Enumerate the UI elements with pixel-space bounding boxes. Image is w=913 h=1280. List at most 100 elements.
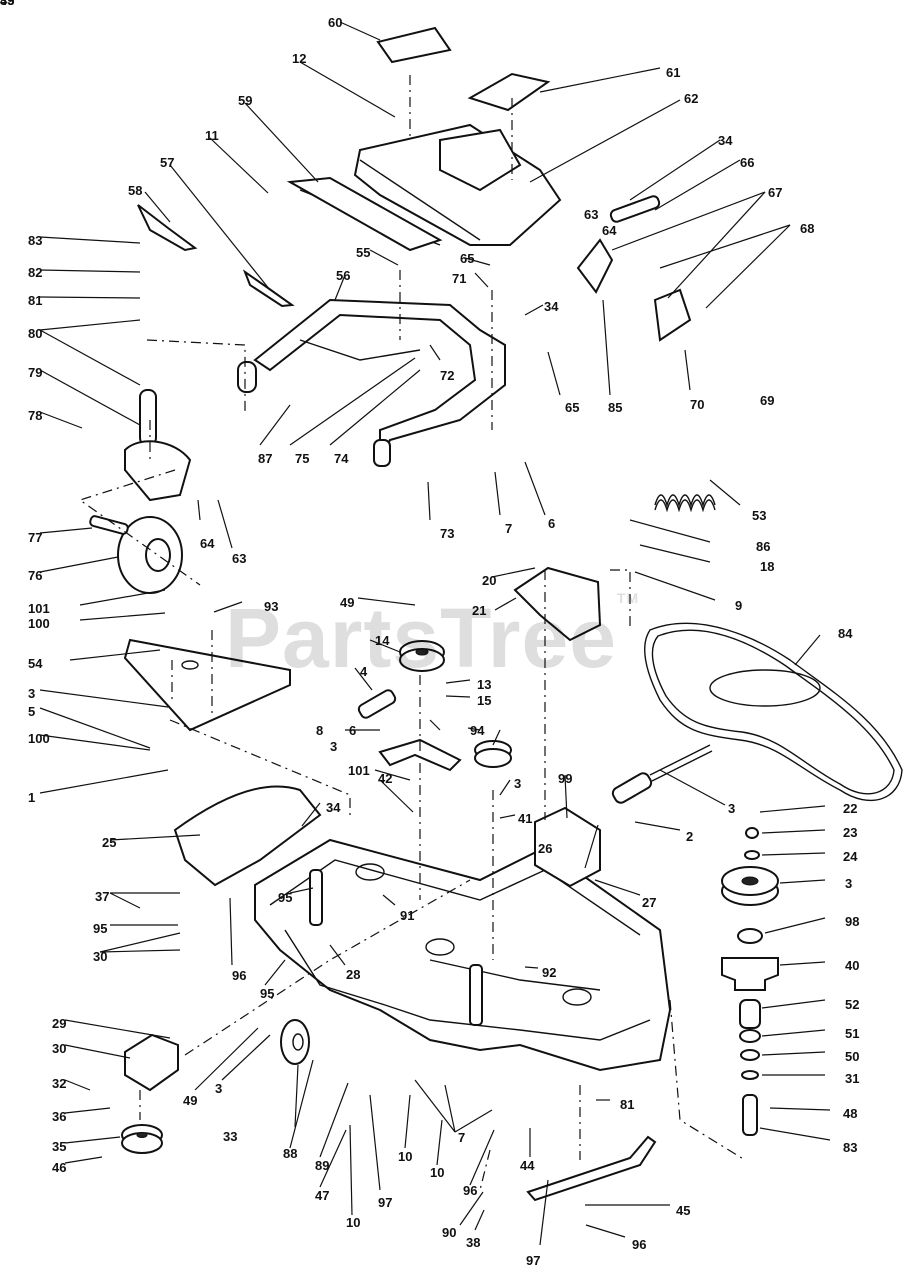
- callout-label: 95: [93, 921, 107, 936]
- callout-label: 33: [223, 1129, 237, 1144]
- callout-label: 72: [440, 368, 454, 383]
- callout-label: 65: [565, 400, 579, 415]
- decal-61: [467, 72, 551, 112]
- callout-label: 88: [283, 1146, 297, 1161]
- callout-label: 15: [477, 693, 491, 708]
- callout-label: 6: [548, 516, 555, 531]
- decal-58: [137, 204, 198, 252]
- callout-label: 81: [28, 293, 42, 308]
- callout-label: 7: [505, 521, 512, 536]
- callout-label: 34: [544, 299, 559, 314]
- decal-60: [376, 26, 452, 64]
- callout-label: 6: [349, 723, 356, 738]
- callout-label: 34: [326, 800, 341, 815]
- callout-label: 63: [232, 551, 246, 566]
- callout-label: 61: [666, 65, 680, 80]
- callout-label: 96: [232, 968, 246, 983]
- callout-label: 4: [360, 664, 368, 679]
- callout-label: 39: [0, 0, 14, 8]
- callout-label: 98: [845, 914, 859, 929]
- callout-label: 21: [472, 603, 486, 618]
- right-bracket-assembly: [576, 195, 692, 342]
- callout-label: 34: [718, 133, 733, 148]
- pulley-1: [474, 740, 512, 768]
- callout-label: 76: [28, 568, 42, 583]
- callout-label: 26: [538, 841, 552, 856]
- callout-label: 96: [463, 1183, 477, 1198]
- callout-label: 49: [340, 595, 354, 610]
- callout-label: 100: [28, 616, 50, 631]
- callout-label: 43: [0, 0, 14, 8]
- callout-label: 62: [684, 91, 698, 106]
- callout-label: 40: [845, 958, 859, 973]
- callout-label: 11: [205, 128, 219, 143]
- callout-label: 2: [686, 829, 693, 844]
- spring-4: [357, 689, 397, 719]
- front-frame: [237, 298, 506, 467]
- callout-label: 86: [756, 539, 770, 554]
- callout-label: 22: [843, 801, 857, 816]
- callout-label: 13: [477, 677, 491, 692]
- callout-label: 51: [845, 1026, 859, 1041]
- drive-belt: [644, 622, 903, 801]
- callout-label: 7: [458, 1130, 465, 1145]
- callout-label: 27: [642, 895, 656, 910]
- callout-label: 47: [315, 1188, 329, 1203]
- callout-label: 89: [315, 1158, 329, 1173]
- callout-label: 74: [334, 451, 349, 466]
- callout-leaders: [39, 21, 831, 1246]
- callout-label: 80: [28, 326, 42, 341]
- callout-label: 38: [466, 1235, 480, 1250]
- callout-label: 35: [52, 1139, 66, 1154]
- callout-label: 90: [442, 1225, 456, 1240]
- callout-label: 23: [843, 825, 857, 840]
- callout-label: 83: [28, 233, 42, 248]
- deflector-plate: [123, 638, 291, 732]
- callout-label: 101: [28, 601, 50, 616]
- callout-label: 57: [160, 155, 174, 170]
- callout-label: 29: [52, 1016, 66, 1031]
- callout-label: 3: [514, 776, 521, 791]
- callout-label: 24: [843, 849, 858, 864]
- callout-label: 99: [558, 771, 572, 786]
- callout-label: 75: [295, 451, 309, 466]
- callout-label: 94: [470, 723, 485, 738]
- watermark: PartsTreeTM: [225, 590, 639, 687]
- callout-label: 58: [128, 183, 142, 198]
- callout-label: 12: [292, 51, 306, 66]
- callout-label: 8: [316, 723, 323, 738]
- callout-label: 79: [28, 365, 42, 380]
- callout-label: 1: [28, 790, 35, 805]
- callout-label: 31: [845, 1071, 859, 1086]
- callout-label: 73: [440, 526, 454, 541]
- callout-label: 100: [28, 731, 50, 746]
- callout-label: 82: [28, 265, 42, 280]
- callout-label: 44: [520, 1158, 535, 1173]
- callout-label: 3: [28, 686, 35, 701]
- callout-label: 54: [28, 656, 43, 671]
- callout-label: 77: [28, 530, 42, 545]
- callout-label: 3: [215, 1081, 222, 1096]
- gearbox-pulley: [121, 1124, 163, 1154]
- gauge-wheel: [280, 1019, 310, 1065]
- callout-label: 70: [690, 397, 704, 412]
- callout-label: 10: [398, 1149, 412, 1164]
- pto-shaft: [611, 744, 713, 804]
- callout-label: 64: [602, 223, 617, 238]
- callout-label: 3: [845, 876, 852, 891]
- callout-label: 66: [740, 155, 754, 170]
- callout-label: 45: [676, 1203, 690, 1218]
- callout-label: 55: [356, 245, 370, 260]
- spindle-stack: [721, 827, 779, 1136]
- assembly-lines: [78, 75, 746, 1191]
- callout-label: 3: [728, 801, 735, 816]
- watermark-text: PartsTree: [225, 591, 617, 685]
- callout-label: 37: [95, 889, 109, 904]
- discharge-shield: [173, 785, 322, 887]
- callout-label: 50: [845, 1049, 859, 1064]
- caster-assembly: [89, 389, 192, 594]
- callout-label: 30: [93, 949, 107, 964]
- callout-label: 18: [760, 559, 774, 574]
